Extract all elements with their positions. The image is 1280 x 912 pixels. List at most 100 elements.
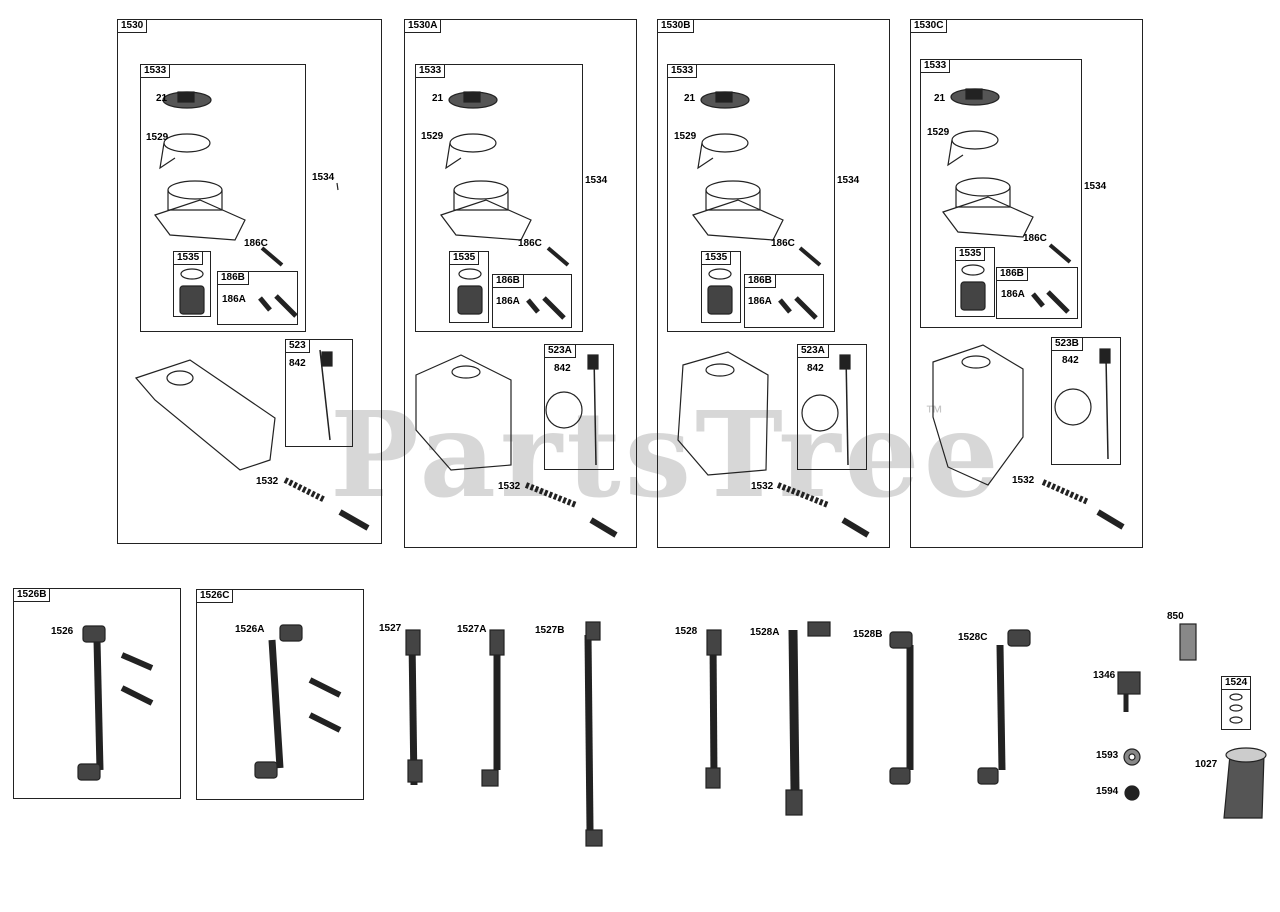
- gauge-id[interactable]: 523A: [798, 345, 829, 358]
- fitting-box-3: 186B: [744, 274, 824, 328]
- hose-1527-art: [405, 629, 423, 786]
- assembly-box-3: 1530B: [657, 19, 890, 548]
- gauge-id[interactable]: 523A: [545, 345, 576, 358]
- callout-21[interactable]: 21: [684, 93, 696, 104]
- oring-box-id[interactable]: 1524: [1222, 677, 1252, 690]
- callout-1527[interactable]: 1527: [379, 623, 402, 634]
- callout-1528[interactable]: 1528: [675, 626, 698, 637]
- fuel-filter-1027-art: [1223, 747, 1267, 819]
- hose-1528a-art: [785, 621, 831, 816]
- callout-186c[interactable]: 186C: [1023, 233, 1047, 244]
- callout-1534[interactable]: 1534: [1084, 181, 1107, 192]
- hose-1528c-art: [977, 629, 1031, 785]
- sealant-tube-850-art: [1179, 623, 1197, 661]
- callout-1527b[interactable]: 1527B: [535, 625, 565, 636]
- gauge-box-2: 523A: [544, 344, 614, 470]
- callout-186a[interactable]: 186A: [496, 296, 520, 307]
- grommet-1594-art: [1124, 785, 1140, 801]
- seal-box-4: 1535: [955, 247, 995, 317]
- hose-box-1526b: 1526B: [13, 588, 181, 799]
- gauge-box-3: 523A: [797, 344, 867, 470]
- callout-842[interactable]: 842: [554, 363, 571, 374]
- nut-1593-art: [1123, 748, 1141, 766]
- callout-1594[interactable]: 1594: [1096, 786, 1119, 797]
- assembly-id[interactable]: 1530B: [658, 20, 695, 33]
- cap-kit-id[interactable]: 1533: [416, 65, 446, 78]
- hose-box-id[interactable]: 1526C: [197, 590, 234, 603]
- seal-box-2: 1535: [449, 251, 489, 323]
- cap-kit-id[interactable]: 1533: [668, 65, 698, 78]
- callout-1027[interactable]: 1027: [1195, 759, 1218, 770]
- callout-21[interactable]: 21: [934, 93, 946, 104]
- callout-1534[interactable]: 1534: [837, 175, 860, 186]
- gauge-id[interactable]: 523: [286, 340, 310, 353]
- seal-box-3: 1535: [701, 251, 741, 323]
- callout-1529[interactable]: 1529: [927, 127, 950, 138]
- fitting-box-4: 186B: [996, 267, 1078, 319]
- callout-1528b[interactable]: 1528B: [853, 629, 883, 640]
- hose-1528b-art: [889, 631, 914, 785]
- fitting-id[interactable]: 186B: [745, 275, 776, 288]
- callout-842[interactable]: 842: [1062, 355, 1079, 366]
- callout-1528a[interactable]: 1528A: [750, 627, 780, 638]
- fitting-box-2: 186B: [492, 274, 572, 328]
- callout-186c[interactable]: 186C: [518, 238, 542, 249]
- callout-850[interactable]: 850: [1167, 611, 1184, 622]
- assembly-id[interactable]: 1530: [118, 20, 148, 33]
- callout-21[interactable]: 21: [156, 93, 168, 104]
- callout-186a[interactable]: 186A: [748, 296, 772, 307]
- assembly-box-1: 1530: [117, 19, 382, 544]
- gauge-box-1: 523: [285, 339, 353, 447]
- callout-1532[interactable]: 1532: [498, 481, 521, 492]
- callout-1532[interactable]: 1532: [1012, 475, 1035, 486]
- callout-1526a[interactable]: 1526A: [235, 624, 265, 635]
- callout-186c[interactable]: 186C: [244, 238, 268, 249]
- gauge-id[interactable]: 523B: [1052, 338, 1083, 351]
- callout-1527a[interactable]: 1527A: [457, 624, 487, 635]
- callout-1528c[interactable]: 1528C: [958, 632, 988, 643]
- assembly-id[interactable]: 1530C: [911, 20, 948, 33]
- cap-kit-box-4: 1533: [920, 59, 1082, 328]
- callout-1529[interactable]: 1529: [421, 131, 444, 142]
- assembly-box-2: 1530A: [404, 19, 637, 548]
- assembly-box-4: 1530C: [910, 19, 1143, 548]
- callout-1529[interactable]: 1529: [146, 132, 169, 143]
- callout-1532[interactable]: 1532: [256, 476, 279, 487]
- hose-1527a-art: [481, 629, 505, 787]
- fitting-id[interactable]: 186B: [218, 272, 249, 285]
- seal-box-1: 1535: [173, 251, 211, 317]
- callout-842[interactable]: 842: [289, 358, 306, 369]
- hose-box-1526c: 1526C: [196, 589, 364, 800]
- fitting-box-1: 186B: [217, 271, 298, 325]
- hose-1527b-art: [584, 621, 603, 847]
- seal-id[interactable]: 1535: [956, 248, 986, 261]
- seal-id[interactable]: 1535: [450, 252, 480, 265]
- cap-kit-box-3: 1533: [667, 64, 835, 332]
- fitting-id[interactable]: 186B: [493, 275, 524, 288]
- callout-842[interactable]: 842: [807, 363, 824, 374]
- cap-kit-id[interactable]: 1533: [141, 65, 171, 78]
- gauge-box-4: 523B: [1051, 337, 1121, 465]
- callout-1529[interactable]: 1529: [674, 131, 697, 142]
- fitting-1346-art: [1117, 671, 1141, 712]
- oring-box-1524: 1524: [1221, 676, 1252, 730]
- callout-1532[interactable]: 1532: [751, 481, 774, 492]
- callout-1534[interactable]: 1534: [585, 175, 608, 186]
- seal-id[interactable]: 1535: [174, 252, 204, 265]
- hose-box-id[interactable]: 1526B: [14, 589, 51, 602]
- cap-kit-box-1: 1533: [140, 64, 306, 332]
- hose-1528-art: [705, 629, 722, 789]
- callout-1534[interactable]: 1534: [312, 172, 335, 183]
- callout-1346[interactable]: 1346: [1093, 670, 1116, 681]
- callout-21[interactable]: 21: [432, 93, 444, 104]
- seal-id[interactable]: 1535: [702, 252, 732, 265]
- assembly-id[interactable]: 1530A: [405, 20, 442, 33]
- cap-kit-box-2: 1533: [415, 64, 583, 332]
- callout-186a[interactable]: 186A: [1001, 289, 1025, 300]
- callout-186c[interactable]: 186C: [771, 238, 795, 249]
- callout-1593[interactable]: 1593: [1096, 750, 1119, 761]
- callout-1526[interactable]: 1526: [51, 626, 74, 637]
- callout-186a[interactable]: 186A: [222, 294, 246, 305]
- fitting-id[interactable]: 186B: [997, 268, 1028, 281]
- cap-kit-id[interactable]: 1533: [921, 60, 951, 73]
